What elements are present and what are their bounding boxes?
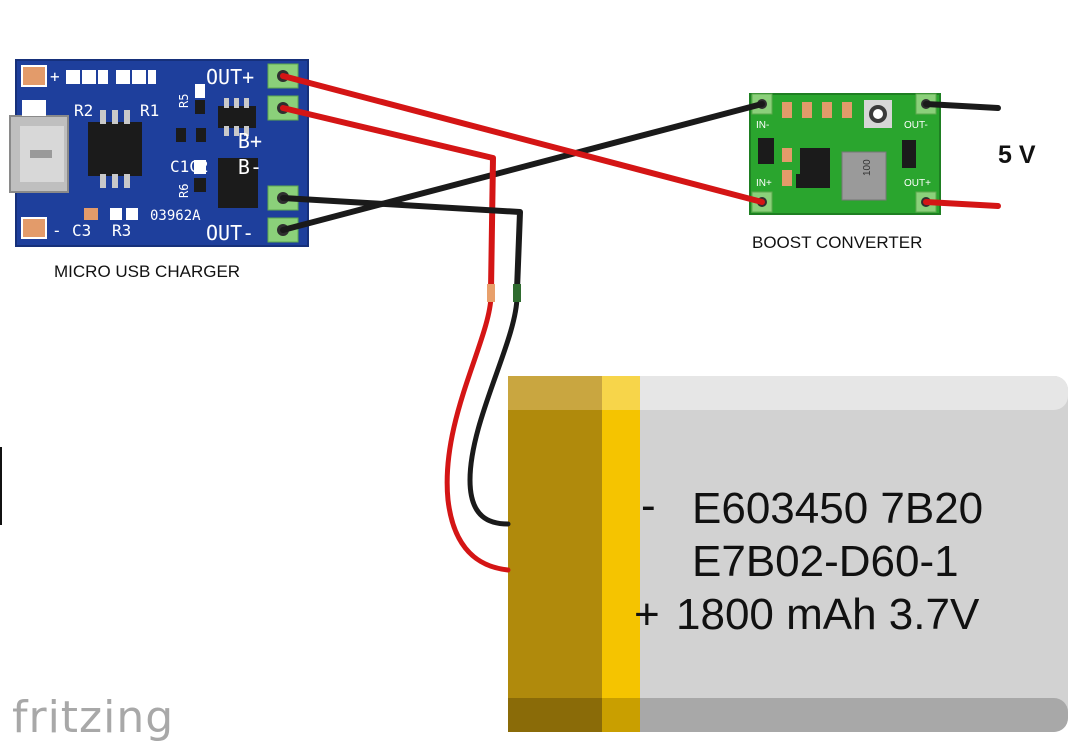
boost-pin-in-plus: IN+ <box>756 178 772 189</box>
charger-label-c1c2: C1C2 <box>170 157 209 176</box>
charger-pin-out-plus: OUT+ <box>206 65 254 89</box>
charger-label-r6: R6 <box>177 184 191 198</box>
wire-red-b-plus-to-battery <box>280 105 496 293</box>
battery <box>508 376 1068 732</box>
inductor-label: 100 <box>862 159 873 176</box>
output-voltage-label: 5 V <box>998 141 1036 169</box>
fritzing-logo: fritzing <box>12 692 175 743</box>
charger-label-r1: R1 <box>140 101 159 120</box>
battery-minus-symbol: - <box>641 481 656 530</box>
battery-band <box>508 376 604 732</box>
battery-line-2: E7B02-D60-1 <box>692 537 959 586</box>
battery-plus-symbol: + <box>634 590 660 639</box>
charger-caption: MICRO USB CHARGER <box>54 262 241 281</box>
battery-lead-red <box>444 293 511 573</box>
edge-mark <box>0 447 2 525</box>
boost-board: 100 IN- IN+ OUT- OUT+ <box>749 93 941 215</box>
inductor <box>841 151 887 201</box>
charger-pin-b-plus: B+ <box>238 129 262 153</box>
mosfet-ic <box>218 158 258 208</box>
charger-label-r3: R3 <box>112 221 131 240</box>
charger-pin-out-minus: OUT- <box>206 221 254 245</box>
charger-label-c3: C3 <box>72 221 91 240</box>
battery-lead-black <box>467 293 520 527</box>
boost-pin-out-plus: OUT+ <box>904 178 931 189</box>
charger-label-minus: - <box>52 221 62 240</box>
boost-ic <box>800 148 830 188</box>
wire-black-out-minus-to-in-minus <box>280 101 765 233</box>
plus-pad <box>21 65 47 87</box>
wires <box>280 73 1001 573</box>
boost-pin-in-minus: IN- <box>756 120 769 131</box>
charger-label-r2: R2 <box>74 101 93 120</box>
charger-label-r5: R5 <box>177 94 191 108</box>
wire-red-out-plus <box>923 199 1001 209</box>
charger-ic <box>88 122 142 176</box>
battery-line-1: E603450 7B20 <box>692 484 984 533</box>
wire-red-out-plus-to-in-plus <box>280 73 765 205</box>
wire-black-b-minus-to-battery <box>280 195 523 293</box>
wire-black-out-minus <box>923 101 1001 111</box>
charger-label-plus: + <box>50 67 60 86</box>
charger-pin-b-minus: B- <box>238 155 262 179</box>
boost-pin-out-minus: OUT- <box>904 120 928 131</box>
minus-pad <box>21 217 47 239</box>
battery-stripe <box>602 376 640 732</box>
boost-caption: BOOST CONVERTER <box>752 233 923 252</box>
charger-label-code: 03962A <box>150 208 201 224</box>
battery-line-3: 1800 mAh 3.7V <box>676 590 980 639</box>
charger-board: OUT+ B+ B- OUT- + - R2 R1 R5 C1C2 R6 C3 … <box>9 59 309 247</box>
protection-ic <box>218 106 256 128</box>
